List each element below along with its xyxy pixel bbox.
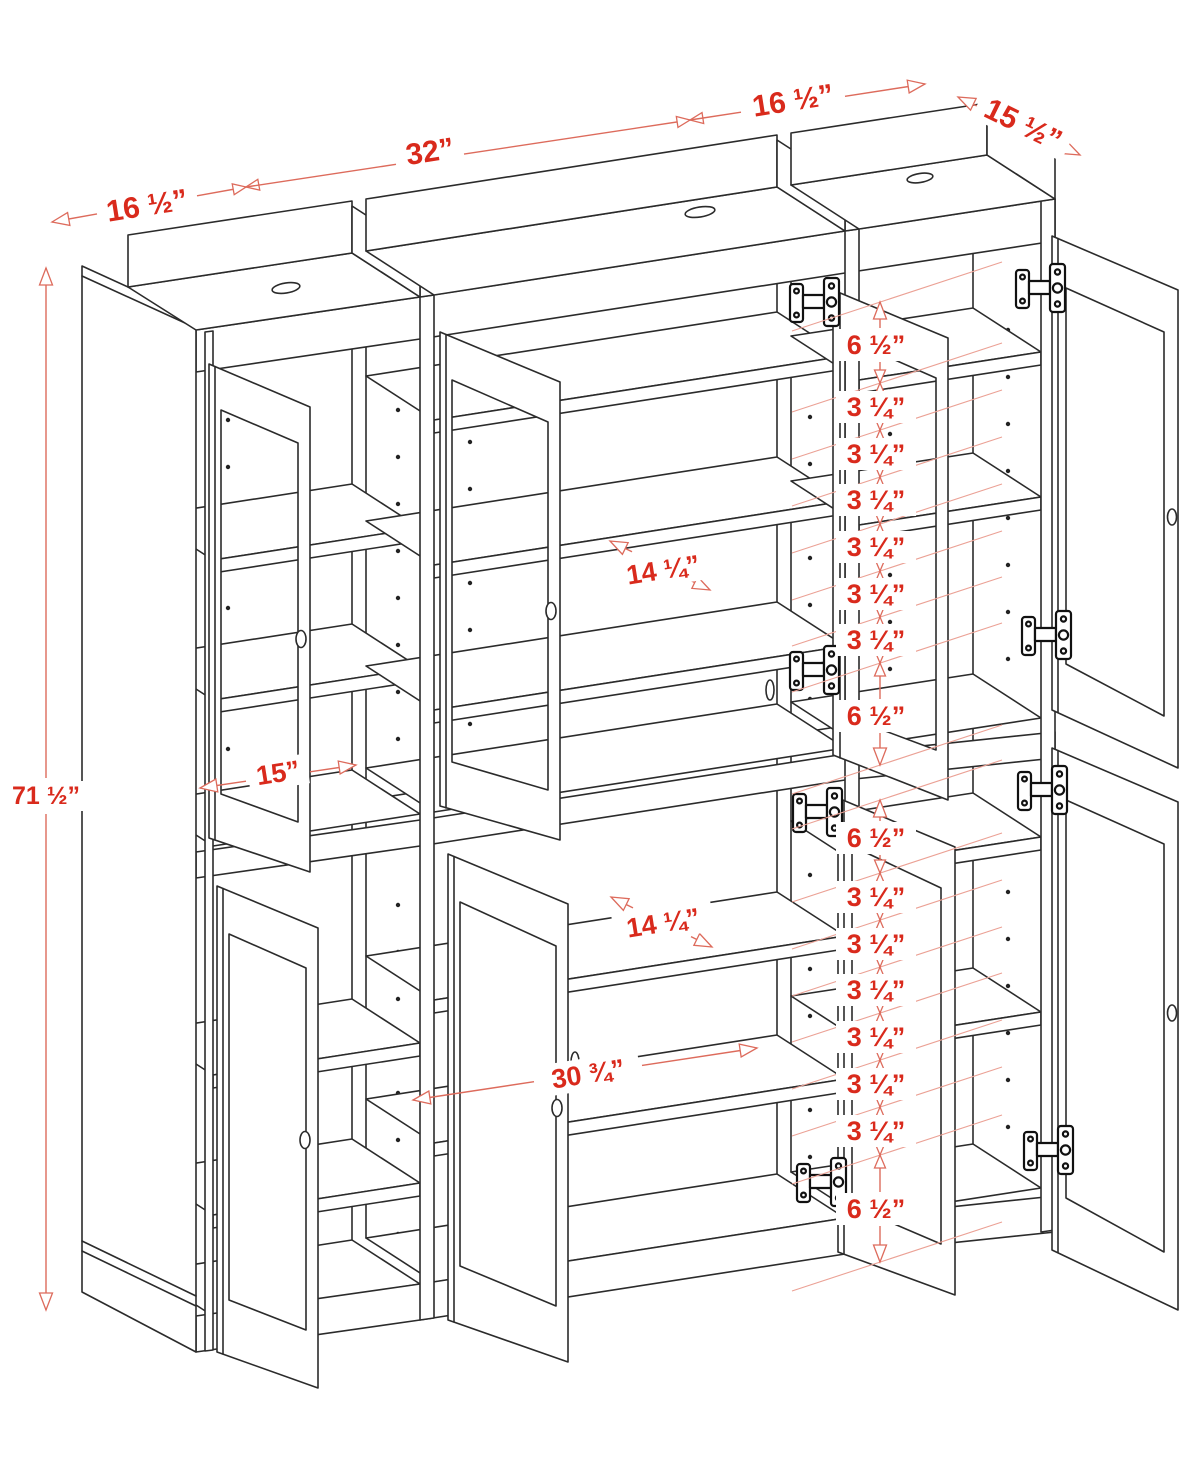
- dim-text: 3 ¼”: [847, 579, 906, 609]
- door-center-upper-left-glass: [439, 331, 561, 841]
- dim-text: 16 ½”: [104, 183, 190, 228]
- door-left-upper-glass: [208, 363, 311, 873]
- dim-text: 3 ¼”: [847, 929, 906, 959]
- dim-text: 16 ½”: [750, 78, 836, 123]
- dimension-lines: [38, 79, 1082, 1312]
- dim-text: 6 ½”: [847, 823, 906, 853]
- dim-text: 15”: [254, 755, 302, 791]
- dim-text: 32”: [404, 132, 457, 172]
- dim-text: 3 ¼”: [847, 1069, 906, 1099]
- knob: [1166, 1004, 1178, 1022]
- door-right-lower: [1051, 747, 1179, 1311]
- knob: [299, 1130, 311, 1150]
- dim-label-left-width: 16 ½”: [95, 182, 199, 230]
- dim-text: 3 ¼”: [847, 439, 906, 469]
- knob: [1166, 508, 1178, 526]
- dim-text: 3 ¼”: [847, 392, 906, 422]
- left-back-rail: [127, 200, 353, 288]
- dim-text: 3 ¼”: [847, 532, 906, 562]
- divider-1: [419, 294, 435, 1321]
- center-back-rail: [365, 134, 778, 252]
- dim-chain-upper-labels: 6 ½” 3 ¼” 3 ¼” 3 ¼” 3 ¼” 3 ¼” 3 ¼” 6 ½”: [836, 329, 916, 732]
- dim-text: 14 ¼”: [624, 549, 701, 590]
- dim-text: 6 ½”: [847, 330, 906, 360]
- dim-text: 71 ½”: [12, 782, 80, 810]
- dim-text: 6 ½”: [847, 1194, 906, 1224]
- dim-text: 3 ¼”: [847, 1116, 906, 1146]
- knob: [551, 1098, 563, 1118]
- dim-label-right-width: 16 ½”: [741, 77, 845, 125]
- dim-label-center-width: 32”: [395, 131, 465, 173]
- dim-text: 3 ¼”: [847, 485, 906, 515]
- knob: [295, 629, 307, 649]
- door-right-upper: [1051, 235, 1179, 769]
- dim-text: 6 ½”: [847, 701, 906, 731]
- dim-text: 3 ¼”: [847, 1022, 906, 1052]
- dim-label-total-height: 71 ½”: [6, 781, 86, 811]
- cabinet-line-art: [81, 102, 1179, 1389]
- dim-text: 3 ¼”: [847, 882, 906, 912]
- left-side-panel: [81, 265, 197, 1353]
- doors: [208, 235, 1179, 1389]
- hinge-icon: [788, 276, 841, 328]
- door-center-lower-left: [447, 853, 569, 1363]
- knob: [545, 601, 557, 621]
- dim-label-left-shelf-depth: 15”: [246, 753, 310, 793]
- door-left-lower: [216, 885, 319, 1389]
- dim-chain-lower-labels: 6 ½” 3 ¼” 3 ¼” 3 ¼” 3 ¼” 3 ¼” 3 ¼” 6 ½”: [836, 822, 916, 1225]
- dim-text: 3 ¼”: [847, 625, 906, 655]
- dim-text: 3 ¼”: [847, 975, 906, 1005]
